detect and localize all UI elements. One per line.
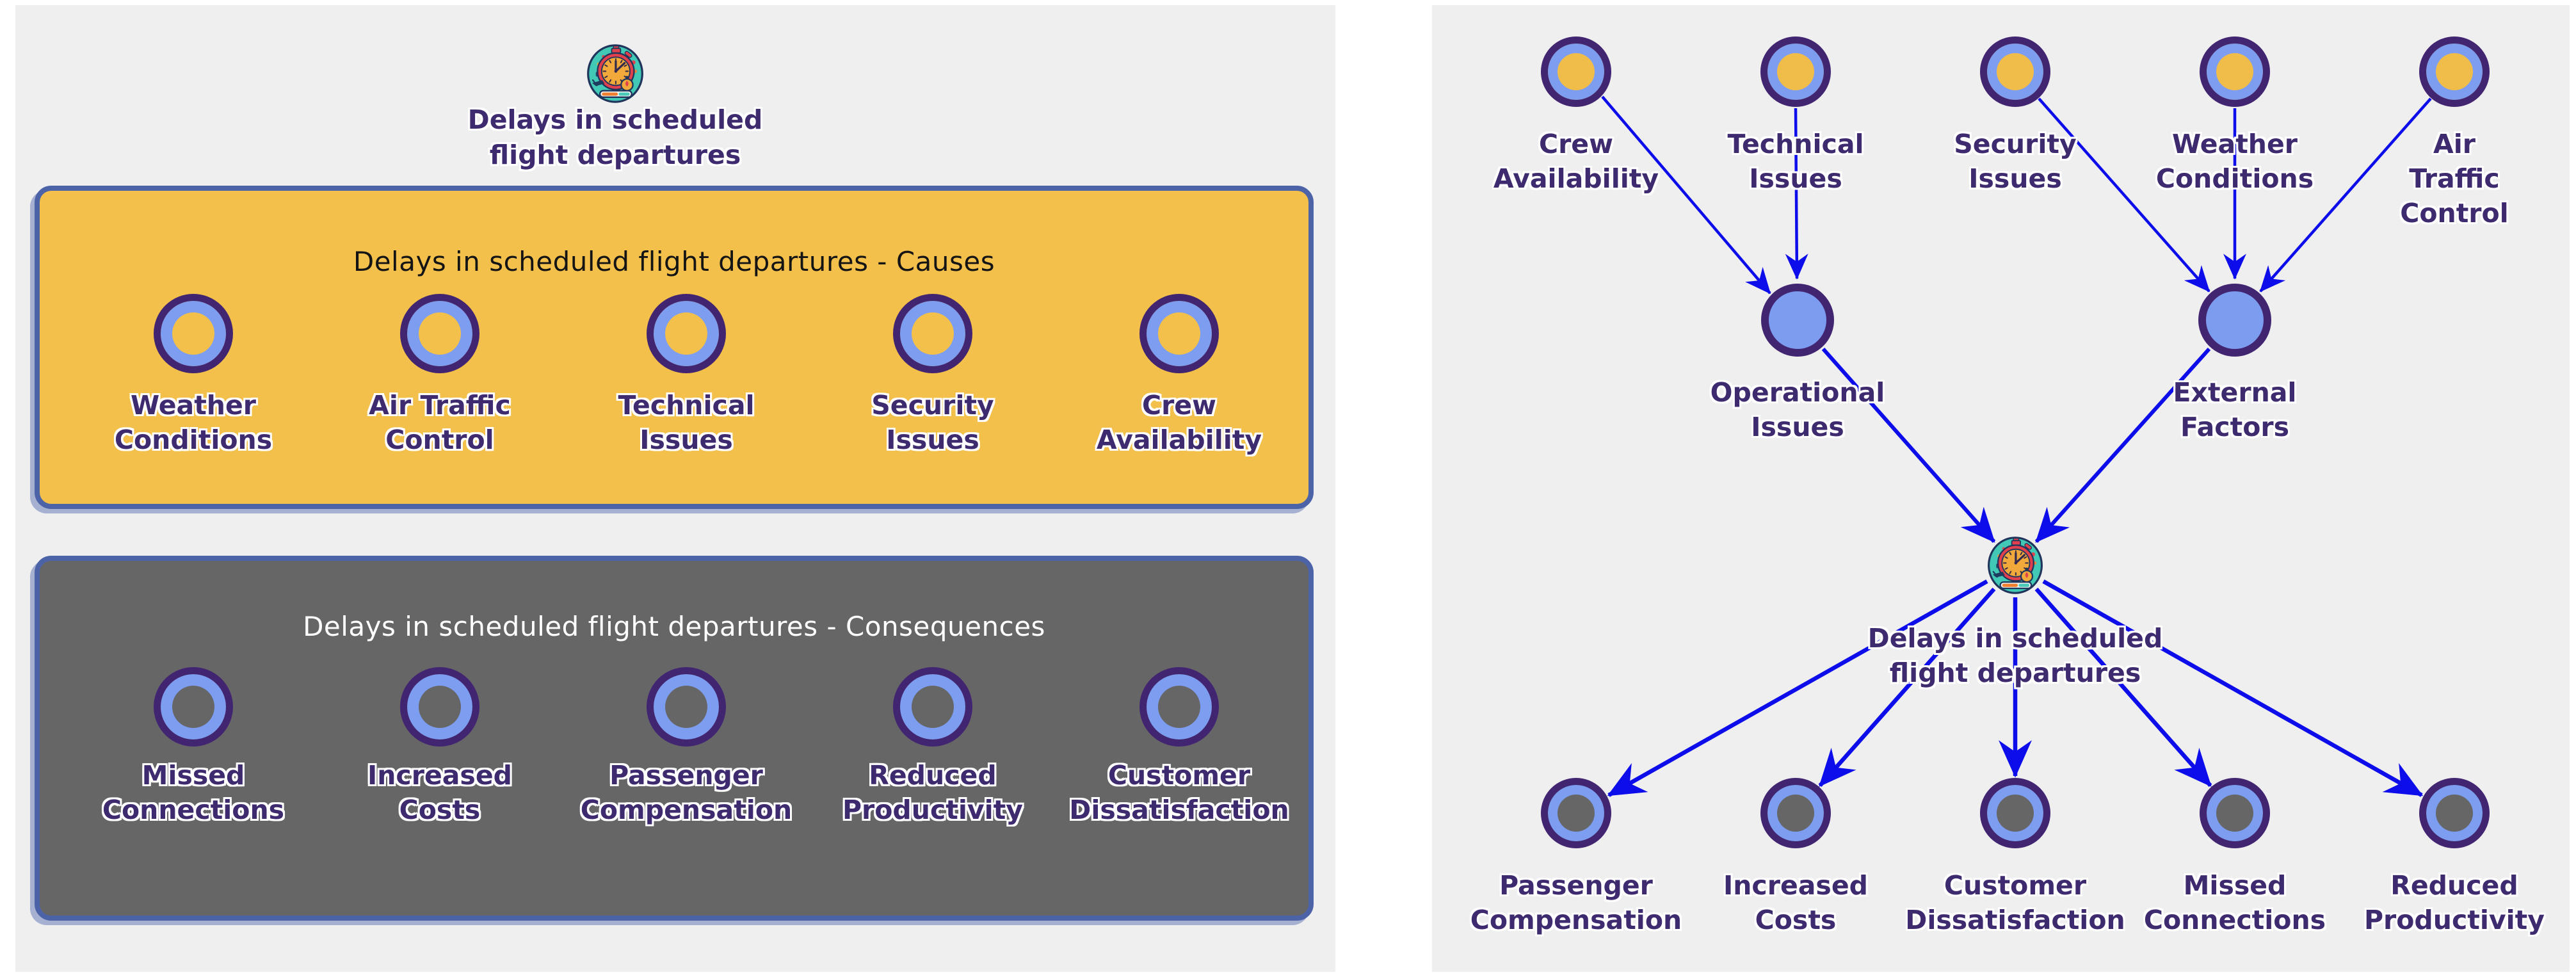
- flight-delay-root-icon: [586, 44, 645, 103]
- graph-label-customer-dissatisfaction: Customer Dissatisfaction: [1905, 870, 2125, 935]
- graph-node-technical-issues[interactable]: [1760, 36, 1831, 107]
- cause-node-weather-conditions[interactable]: [154, 294, 233, 373]
- graph-label-passenger-compensation: Passenger Compensation: [1470, 870, 1682, 935]
- graph-node-missed-connections[interactable]: [2200, 778, 2270, 848]
- edge-crew-to-operational: [1601, 95, 1771, 295]
- flight-delay-root-icon[interactable]: [1986, 537, 2044, 594]
- graph-node-passenger-compensation[interactable]: [1541, 778, 1611, 848]
- causes-box-title: Delays in scheduled flight departures - …: [353, 246, 995, 277]
- consequence-node-increased-costs[interactable]: [400, 667, 479, 747]
- graph-edges: [1601, 95, 2432, 797]
- cause-node-technical-issues[interactable]: [647, 294, 726, 373]
- cause-label-air-traffic-control: Air Traffic Control: [369, 390, 511, 455]
- cause-node-security-issues[interactable]: [893, 294, 972, 373]
- consequence-label-missed-connections: Missed Connections: [102, 760, 285, 825]
- edge-atc-to-external: [2259, 97, 2432, 293]
- graph-label-air-traffic-control: Air Traffic Control: [2400, 129, 2509, 229]
- cause-node-crew-availability[interactable]: [1139, 294, 1219, 373]
- graph-label-reduced-productivity: Reduced Productivity: [2363, 870, 2545, 935]
- graph-node-security-issues[interactable]: [1980, 36, 2050, 107]
- graph-label-crew-availability: Crew Availability: [1493, 129, 1659, 194]
- graph-node-increased-costs[interactable]: [1760, 778, 1831, 848]
- graph-node-crew-availability[interactable]: [1541, 36, 1611, 107]
- consequence-node-reduced-productivity[interactable]: [893, 667, 972, 747]
- edge-external-to-root: [2034, 347, 2211, 544]
- cause-label-weather-conditions: Weather Conditions: [114, 390, 273, 455]
- root-topic-label: Delays in scheduled flight departures: [467, 104, 763, 170]
- edge-security-to-external: [2038, 97, 2210, 293]
- consequence-label-reduced-productivity: Reduced Productivity: [842, 760, 1024, 825]
- graph-label-technical-issues: Technical Issues: [1727, 129, 1864, 194]
- graph-label-increased-costs: Increased Costs: [1723, 870, 1869, 935]
- graph-label-missed-connections: Missed Connections: [2143, 870, 2326, 935]
- cause-label-technical-issues: Technical Issues: [618, 390, 755, 455]
- consequence-label-customer-dissatisfaction: Customer Dissatisfaction: [1069, 760, 1289, 825]
- edge-operational-to-root: [1821, 348, 1996, 543]
- cause-label-crew-availability: Crew Availability: [1096, 390, 1262, 455]
- graph-label-security-issues: Security Issues: [1954, 129, 2077, 194]
- graph-node-reduced-productivity[interactable]: [2419, 778, 2490, 848]
- hierarchy-panel: Delays in scheduled flight departures De…: [15, 5, 1335, 972]
- graph-label-operational-issues: Operational Issues: [1710, 377, 1885, 442]
- graph-panel: Crew Availability Technical Issues Secur…: [1432, 5, 2570, 972]
- edge-root-to-missed-connections: [2034, 587, 2212, 787]
- consequence-label-increased-costs: Increased Costs: [367, 760, 513, 825]
- edge-root-to-passenger-compensation: [1607, 579, 1988, 797]
- edge-root-to-reduced-productivity: [2042, 579, 2424, 797]
- cause-node-air-traffic-control[interactable]: [400, 294, 479, 373]
- graph-node-air-traffic-control[interactable]: [2419, 36, 2490, 107]
- graph-label-external-factors: External Factors: [2173, 377, 2297, 442]
- graph-node-customer-dissatisfaction[interactable]: [1980, 778, 2050, 848]
- consequence-label-passenger-compensation: Passenger Compensation: [580, 760, 793, 825]
- cause-label-security-issues: Security Issues: [871, 390, 994, 455]
- edge-root-to-increased-costs: [1818, 587, 1996, 787]
- consequences-box-title: Delays in scheduled flight departures - …: [303, 611, 1045, 642]
- graph-label-root: Delays in scheduled flight departures: [1867, 623, 2163, 688]
- edge-technical-to-operational: [1785, 108, 1808, 280]
- consequence-node-customer-dissatisfaction[interactable]: [1139, 667, 1219, 747]
- graph-label-weather-conditions: Weather Conditions: [2155, 129, 2314, 194]
- graph-node-weather-conditions[interactable]: [2200, 36, 2270, 107]
- consequence-node-passenger-compensation[interactable]: [647, 667, 726, 747]
- consequence-node-missed-connections[interactable]: [154, 667, 233, 747]
